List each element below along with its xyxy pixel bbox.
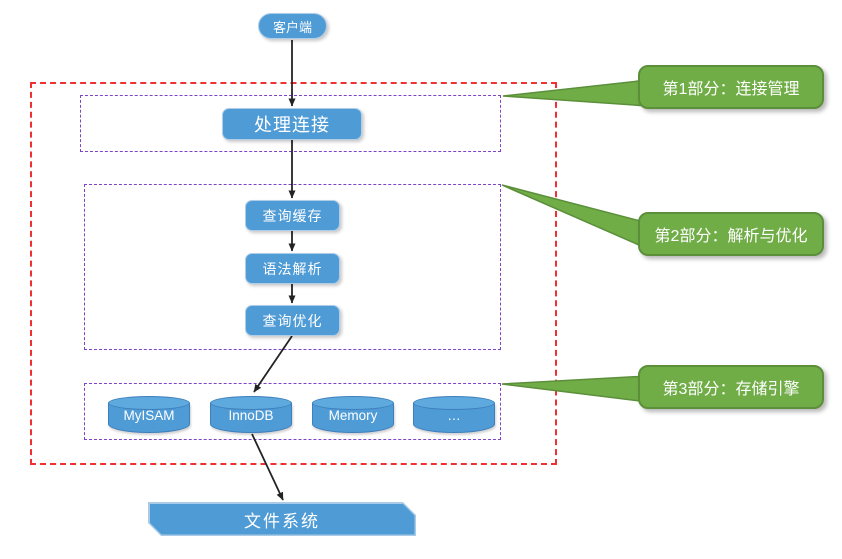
syntax-parser-label: 语法解析 [262,260,323,277]
query-optimizer-label: 查询优化 [262,312,323,329]
callout-part1-connection-management: 第1部分：连接管理 [638,65,824,109]
syntax-parser-node: 语法解析 [245,253,340,284]
engine-cylinder-innodb: InnoDB [210,396,292,433]
query-optimizer-node: 查询优化 [245,305,340,336]
cylinder-top [312,396,394,410]
callout-part1-label: 第1部分：连接管理 [662,81,800,98]
handle-connection-label: 处理连接 [254,115,330,135]
cylinder-top [210,396,292,410]
file-system-node-fill: 文件系统 [150,504,415,535]
file-system-node: 文件系统 [148,502,416,536]
cylinder-top [108,396,190,410]
engine-cylinder-others: … [413,396,495,433]
client-label: 客户端 [272,19,312,35]
engine-cylinder-memory: Memory [312,396,394,433]
connection-section-box [80,95,501,152]
handle-connection-node: 处理连接 [222,108,362,140]
file-system-label: 文件系统 [244,511,320,531]
query-cache-node: 查询缓存 [245,200,340,231]
engine-cylinder-myisam: MyISAM [108,396,190,433]
callout-part2-parsing-optimization: 第2部分：解析与优化 [638,212,824,256]
callout-part3-label: 第3部分：存储引擎 [662,381,800,398]
client-node: 客户端 [258,13,327,39]
server-boundary-box [30,82,557,465]
callout-part3-storage-engines: 第3部分：存储引擎 [638,365,824,409]
query-cache-label: 查询缓存 [262,207,323,224]
callout-part2-label: 第2部分：解析与优化 [654,228,808,245]
cylinder-top [413,396,495,410]
